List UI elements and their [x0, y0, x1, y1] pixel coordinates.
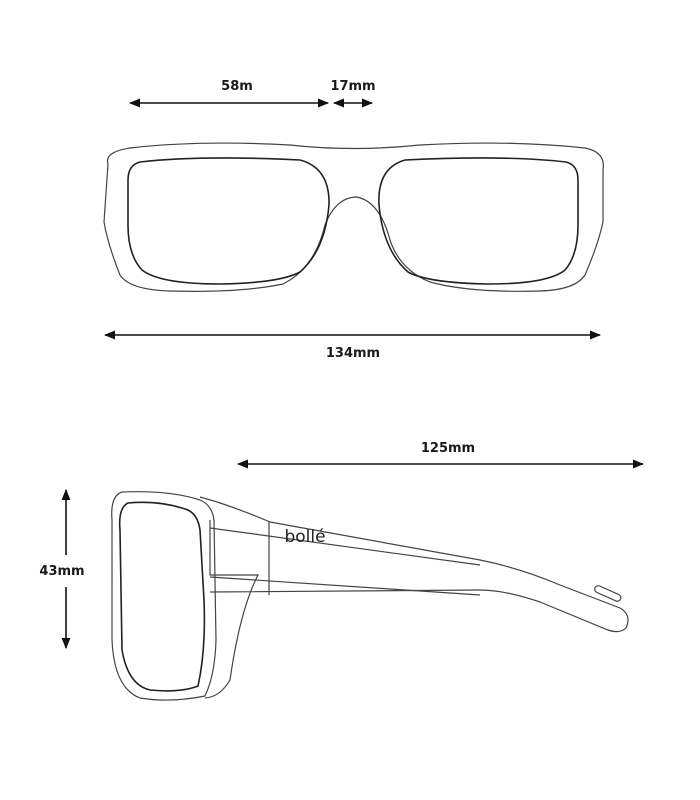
- bridge-width-label: 17mm: [330, 79, 375, 94]
- total-width-label: 134mm: [326, 346, 380, 361]
- side-front-outline: [111, 491, 217, 701]
- left-lens: [127, 157, 330, 285]
- bridge-width-dimension: 17mm: [330, 79, 376, 108]
- side-lens: [118, 501, 206, 692]
- lens-width-dimension: 58m: [128, 79, 330, 108]
- temple-top-edge: [199, 496, 629, 633]
- temple-tip-slot: [594, 585, 622, 602]
- temple-inner-line: [209, 527, 481, 566]
- total-width-dimension: 134mm: [103, 330, 602, 361]
- front-frame-outline: [103, 142, 604, 292]
- temple-length-label: 125mm: [421, 441, 475, 456]
- front-view: [103, 142, 604, 292]
- temple-length-dimension: 125mm: [236, 441, 645, 469]
- temple-lower-line: [209, 576, 481, 596]
- lens-height-label: 43mm: [39, 564, 84, 579]
- side-shield: [204, 520, 259, 699]
- side-view: bollé: [111, 491, 629, 701]
- right-lens: [378, 157, 579, 285]
- lens-width-label: 58m: [221, 79, 253, 94]
- bolle-logo: bollé: [284, 527, 325, 547]
- lens-height-dimension: 43mm: [39, 488, 85, 650]
